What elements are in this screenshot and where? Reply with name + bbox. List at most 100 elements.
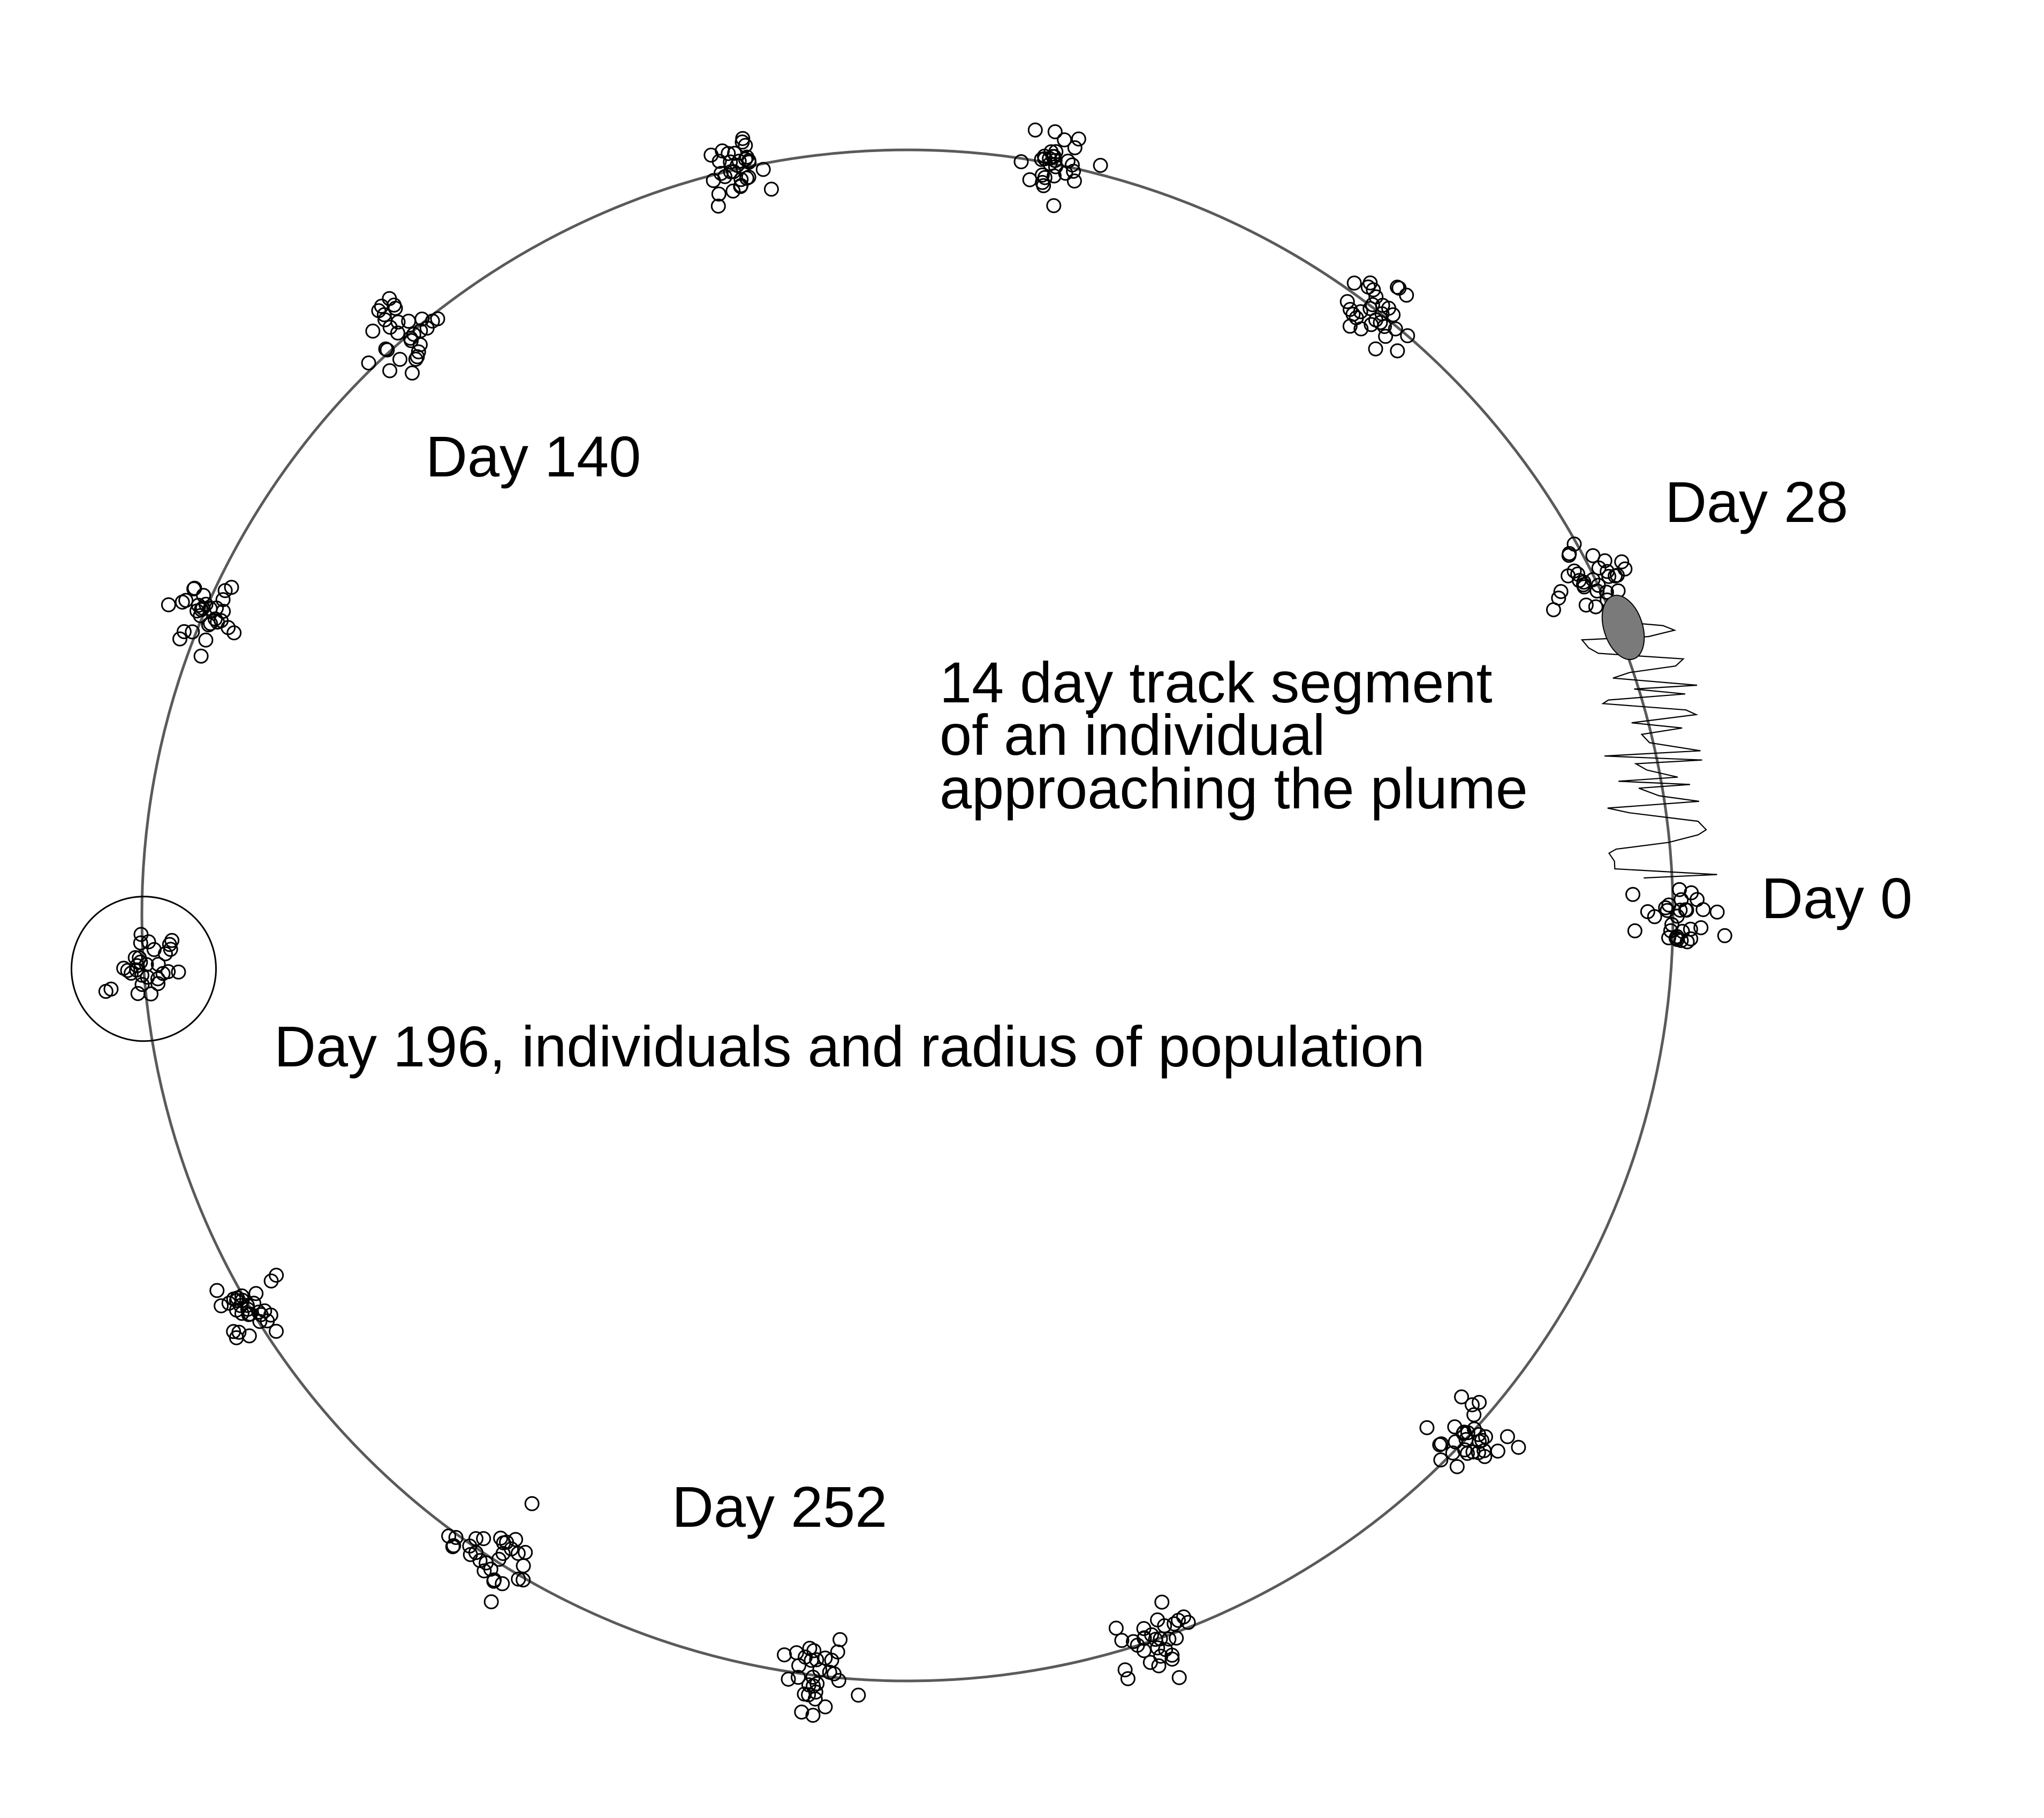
individual-marker <box>1013 154 1029 170</box>
individual-marker <box>1561 568 1576 584</box>
individual-marker <box>1150 1640 1165 1656</box>
individual-marker <box>1472 1395 1487 1410</box>
individual-marker <box>410 349 425 365</box>
individual-marker <box>193 648 209 664</box>
individual-marker <box>1034 168 1050 183</box>
individual-marker <box>462 1539 478 1554</box>
individual-marker <box>1661 897 1677 913</box>
individual-marker <box>1036 178 1051 193</box>
label-day0: Day 0 <box>1761 866 1912 930</box>
individual-marker <box>390 325 405 340</box>
individual-marker <box>763 181 779 197</box>
individual-marker <box>150 971 165 987</box>
individual-marker <box>518 1544 533 1560</box>
individual-marker <box>1477 1449 1493 1464</box>
individual-marker <box>252 1314 268 1329</box>
individual-marker <box>203 616 218 631</box>
individual-marker <box>735 134 750 150</box>
individual-marker <box>448 1530 464 1545</box>
individual-marker <box>361 355 376 370</box>
individual-marker <box>831 1673 846 1688</box>
individual-marker <box>146 942 162 957</box>
population-group-day-336 <box>1419 1389 1526 1474</box>
individual-marker <box>1171 1612 1186 1628</box>
individual-marker <box>1386 307 1401 322</box>
individual-marker <box>253 1307 269 1322</box>
individual-marker <box>755 162 771 177</box>
individual-marker <box>127 950 143 965</box>
individual-marker <box>187 580 202 596</box>
individual-marker <box>1490 1443 1505 1459</box>
individual-marker <box>1373 315 1388 330</box>
individual-marker <box>1591 560 1607 575</box>
population-group-day-196 <box>70 896 217 1042</box>
individual-marker <box>1578 597 1594 613</box>
individual-marker <box>133 935 148 951</box>
individual-marker <box>1064 157 1080 173</box>
individual-marker <box>1675 923 1690 939</box>
individual-marker <box>134 977 150 992</box>
individual-marker <box>1346 275 1362 291</box>
individual-marker <box>1120 1671 1135 1686</box>
individual-marker <box>1027 122 1043 138</box>
label-track-line1: 14 day track segment <box>940 650 1493 715</box>
individual-marker <box>1717 928 1732 943</box>
individual-marker <box>382 320 398 335</box>
individual-marker <box>1551 590 1566 606</box>
population-group-day-112 <box>703 131 779 214</box>
individual-marker <box>1478 1429 1493 1444</box>
individual-marker <box>408 352 423 367</box>
labels: Day 0 Day 28 Day 140 Day 196, individual… <box>274 424 1912 1539</box>
individual-marker <box>1378 329 1394 344</box>
individual-marker <box>1614 554 1630 570</box>
population-group-day-84 <box>1013 122 1108 214</box>
individual-marker <box>476 1531 491 1547</box>
individual-marker <box>403 330 418 346</box>
individual-marker <box>1169 1630 1184 1646</box>
individual-marker <box>226 625 242 641</box>
individual-marker <box>483 1562 498 1577</box>
population-group-day-0 <box>1625 882 1732 950</box>
individual-marker <box>1617 561 1633 577</box>
individual-marker <box>703 147 719 163</box>
individual-marker <box>209 1283 225 1298</box>
individual-marker <box>1057 132 1072 148</box>
individual-marker <box>711 186 726 202</box>
individual-marker <box>830 1644 845 1660</box>
individual-marker <box>791 1658 807 1673</box>
individual-marker <box>1154 1594 1170 1610</box>
individual-marker <box>382 363 398 378</box>
individual-marker <box>1171 1670 1187 1685</box>
individual-marker <box>1046 198 1062 214</box>
individual-marker <box>817 1650 833 1666</box>
population-radius-circle <box>70 896 217 1042</box>
individual-marker <box>1674 933 1689 948</box>
individual-marker <box>1126 1634 1141 1649</box>
label-track-line2: of an individual <box>940 702 1326 767</box>
individual-marker <box>1553 584 1569 599</box>
individual-marker <box>1399 287 1414 303</box>
individual-marker <box>1071 131 1086 147</box>
individual-marker <box>150 957 166 972</box>
individual-marker <box>483 1594 499 1610</box>
individual-marker <box>809 1652 824 1668</box>
individual-marker <box>516 1558 531 1573</box>
individual-marker <box>1684 885 1699 900</box>
individual-marker <box>733 172 749 187</box>
individual-marker <box>214 1298 229 1314</box>
population-group-day-168 <box>161 580 242 664</box>
individual-marker <box>1114 1633 1130 1648</box>
individual-marker <box>491 1551 506 1567</box>
individual-marker <box>1362 301 1378 316</box>
individuals-layer <box>70 122 1732 1723</box>
population-group-day-224 <box>209 1268 284 1345</box>
individual-marker <box>1390 343 1405 359</box>
individual-marker <box>269 1268 284 1283</box>
individual-marker <box>1434 1436 1449 1452</box>
individual-marker <box>1164 1647 1180 1663</box>
individual-track-line <box>1580 619 1717 879</box>
individual-marker <box>738 152 753 167</box>
individual-marker <box>164 933 180 948</box>
individual-marker <box>1693 920 1709 935</box>
individual-marker <box>1464 1397 1480 1413</box>
